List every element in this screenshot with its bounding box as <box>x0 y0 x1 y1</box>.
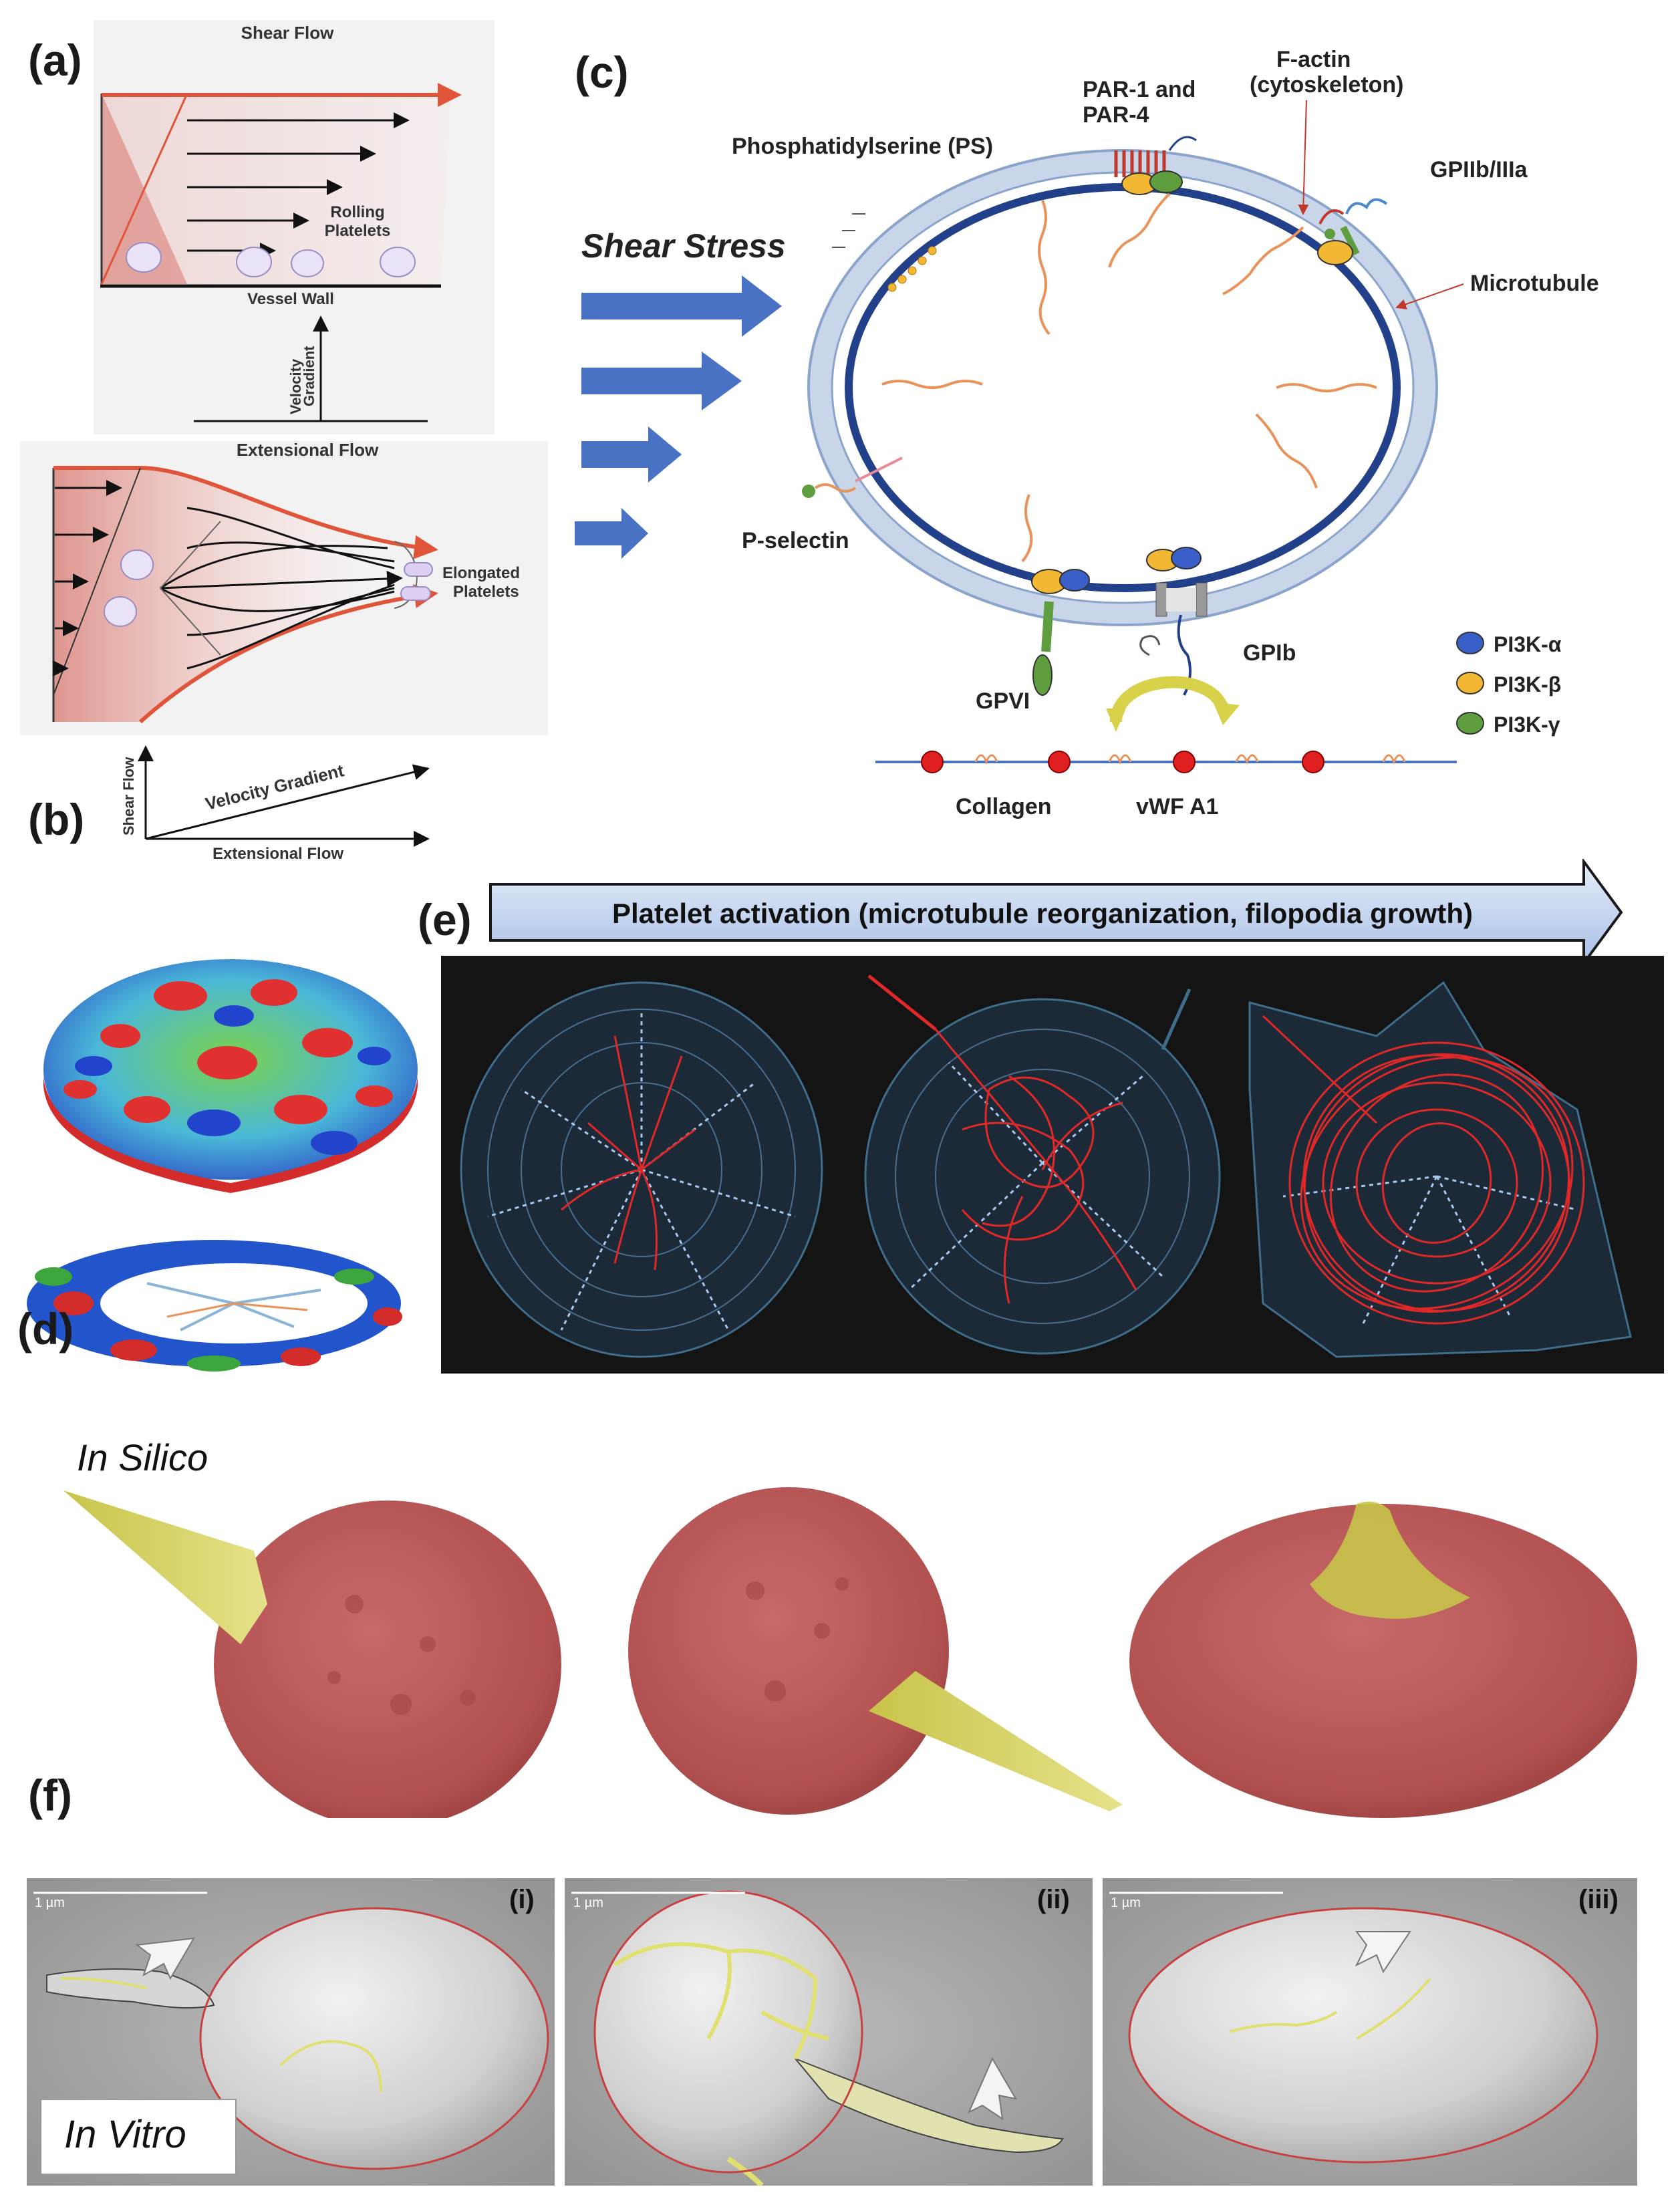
in-vitro-label: In Vitro <box>64 2113 186 2156</box>
shear-arrow-4 <box>575 508 648 559</box>
panel-label-c: (c) <box>575 47 629 97</box>
activation-stage-3 <box>1248 981 1632 1358</box>
panel-label-e: (e) <box>418 895 472 944</box>
platelet-receptor-diagram: Shear Stress <box>575 47 1599 819</box>
sem-tag-ii: (ii) <box>1037 1885 1070 1914</box>
filopodium-1 <box>63 1490 267 1644</box>
shear-flow-diagram: Shear Flow Rolling Platelets Vessel Wall… <box>94 20 495 434</box>
platelet-surface-model <box>27 959 418 1372</box>
factin-label-2: (cytoskeleton) <box>1250 72 1404 98</box>
in-vitro-sem-images <box>27 1878 1637 2186</box>
axis-shear-flow: Shear Flow <box>120 757 137 835</box>
panel-label-d: (d) <box>17 1304 74 1353</box>
par-label-1: PAR-1 and <box>1083 77 1196 102</box>
elongated-label-1: Elongated <box>442 564 520 582</box>
activation-banner-arrow: Platelet activation (microtubule reorgan… <box>489 859 1623 966</box>
panel-label-a: (a) <box>28 35 82 85</box>
sem-panel-3 <box>1103 1878 1637 2186</box>
in-silico-models <box>63 1487 1637 1818</box>
legend-label-gamma: PI3K-γ <box>1494 712 1560 737</box>
sem-tag-iii: (iii) <box>1578 1885 1619 1914</box>
par-label-2: PAR-4 <box>1083 102 1149 128</box>
legend-swatch-alpha <box>1456 632 1484 654</box>
panel-label-b: (b) <box>28 795 85 844</box>
legend-label-alpha: PI3K-α <box>1494 632 1562 656</box>
scale-bar-label-3: 1 µm <box>1111 1896 1141 1910</box>
activation-stage-2 <box>864 975 1221 1355</box>
extensional-flow-title: Extensional Flow <box>237 441 379 460</box>
legend-swatch-beta <box>1456 672 1484 694</box>
rolling-label-1: Rolling <box>330 203 384 221</box>
legend-label-beta: PI3K-β <box>1494 672 1561 696</box>
vwf-label: vWF A1 <box>1136 794 1218 819</box>
in-silico-platelet-2 <box>628 1487 1123 1815</box>
activation-stage-1 <box>460 981 823 1358</box>
shear-arrow-2 <box>581 352 742 410</box>
collagen-label: Collagen <box>956 794 1052 819</box>
rolling-label-2: Platelets <box>325 222 391 240</box>
velocity-gradient-label-2: Gradient <box>301 346 317 406</box>
sem-tag-i: (i) <box>509 1885 535 1914</box>
shear-arrow-3 <box>581 426 682 483</box>
factin-label-1: F-actin <box>1276 47 1351 72</box>
in-vitro-label-box <box>40 2099 237 2175</box>
pi3k-legend: PI3K-α PI3K-β PI3K-γ <box>1456 632 1562 737</box>
elongated-label-2: Platelets <box>453 583 519 601</box>
in-silico-platelet-1 <box>63 1490 561 1818</box>
extensional-flow-diagram: Extensional Flow Elongated Platelets <box>20 441 548 735</box>
filopodium-2 <box>869 1671 1123 1811</box>
pselectin-label: P-selectin <box>742 528 849 553</box>
shear-arrow-1 <box>581 275 782 337</box>
microtubule-label: Microtubule <box>1470 271 1599 296</box>
ps-label: Phosphatidylserine (PS) <box>732 134 993 159</box>
gpib-label: GPIb <box>1243 640 1296 666</box>
gpvi-label: GPVI <box>976 688 1030 714</box>
shear-stress-label: Shear Stress <box>581 227 786 265</box>
axis-extensional-flow: Extensional Flow <box>213 845 343 862</box>
scale-bar-label-1: 1 µm <box>35 1896 65 1910</box>
activation-banner-text: Platelet activation (microtubule reorgan… <box>612 898 1473 929</box>
vessel-wall-label: Vessel Wall <box>247 290 334 308</box>
panel-label-f: (f) <box>28 1771 72 1820</box>
gp2b3a-label: GPIIb/IIIa <box>1430 157 1528 182</box>
flow-axes: Shear Flow Velocity Gradient Extensional… <box>120 745 430 862</box>
legend-swatch-gamma <box>1456 712 1484 735</box>
filopodium-3 <box>1310 1501 1470 1619</box>
velocity-gradient-label-1: Velocity <box>287 358 304 414</box>
sem-panel-2 <box>565 1878 1093 2186</box>
in-silico-label: In Silico <box>77 1436 208 1478</box>
shear-flow-title: Shear Flow <box>241 23 334 43</box>
scale-bar-label-2: 1 µm <box>573 1896 603 1910</box>
in-silico-platelet-3 <box>1129 1501 1637 1818</box>
activation-simulation-strip <box>441 956 1664 1374</box>
